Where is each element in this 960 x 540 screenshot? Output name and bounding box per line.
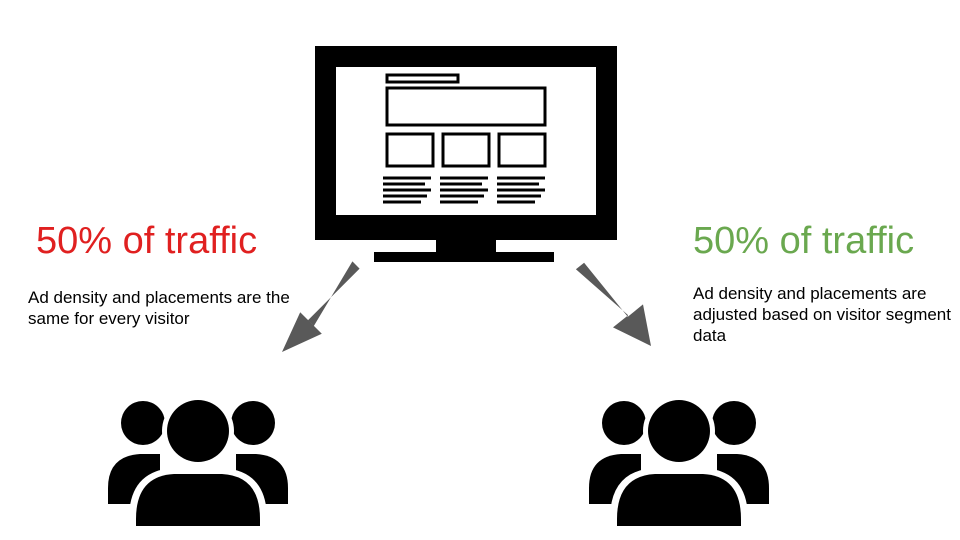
text-lines-icon: [383, 176, 545, 204]
left-traffic-headline: 50% of traffic: [36, 220, 258, 262]
webpage-wireframe-icon: [385, 73, 547, 168]
right-traffic-description: Ad density and placements are adjusted b…: [693, 284, 951, 345]
right-traffic-headline: 50% of traffic: [693, 220, 915, 262]
left-user-group-icon: [108, 395, 288, 526]
left-traffic-description: Ad density and placements are the same f…: [28, 288, 290, 328]
arrow-right-down-icon: [575, 262, 651, 346]
desktop-monitor-icon: [315, 46, 617, 262]
right-user-group-icon: [589, 395, 769, 526]
arrow-left-down-icon: [282, 261, 360, 352]
